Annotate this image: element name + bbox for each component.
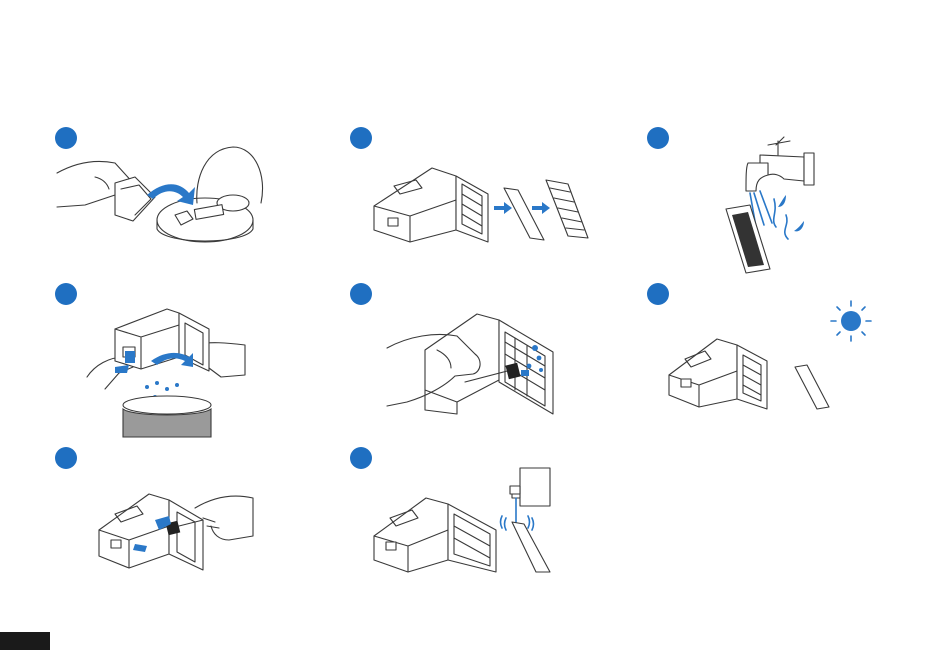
step-7-badge	[55, 447, 77, 469]
empty-dustbin-into-trash-illustration	[85, 305, 250, 440]
air-dry-filter-in-sun-illustration	[665, 295, 875, 410]
rinse-dustbin-illustration	[372, 468, 552, 573]
step-5-badge	[350, 283, 372, 305]
brush-dustbin-interior-illustration	[95, 490, 255, 570]
step-3-badge	[647, 127, 669, 149]
clean-filter-with-brush-illustration	[385, 310, 565, 415]
page-number-tab	[0, 632, 50, 650]
step-4-badge	[55, 283, 77, 305]
step-2-badge	[350, 127, 372, 149]
step-8-badge	[350, 447, 372, 469]
remove-dustbin-from-robot-illustration	[55, 145, 265, 250]
rinse-filter-under-tap-illustration	[720, 135, 825, 275]
remove-filter-from-dustbin-illustration	[370, 160, 590, 245]
